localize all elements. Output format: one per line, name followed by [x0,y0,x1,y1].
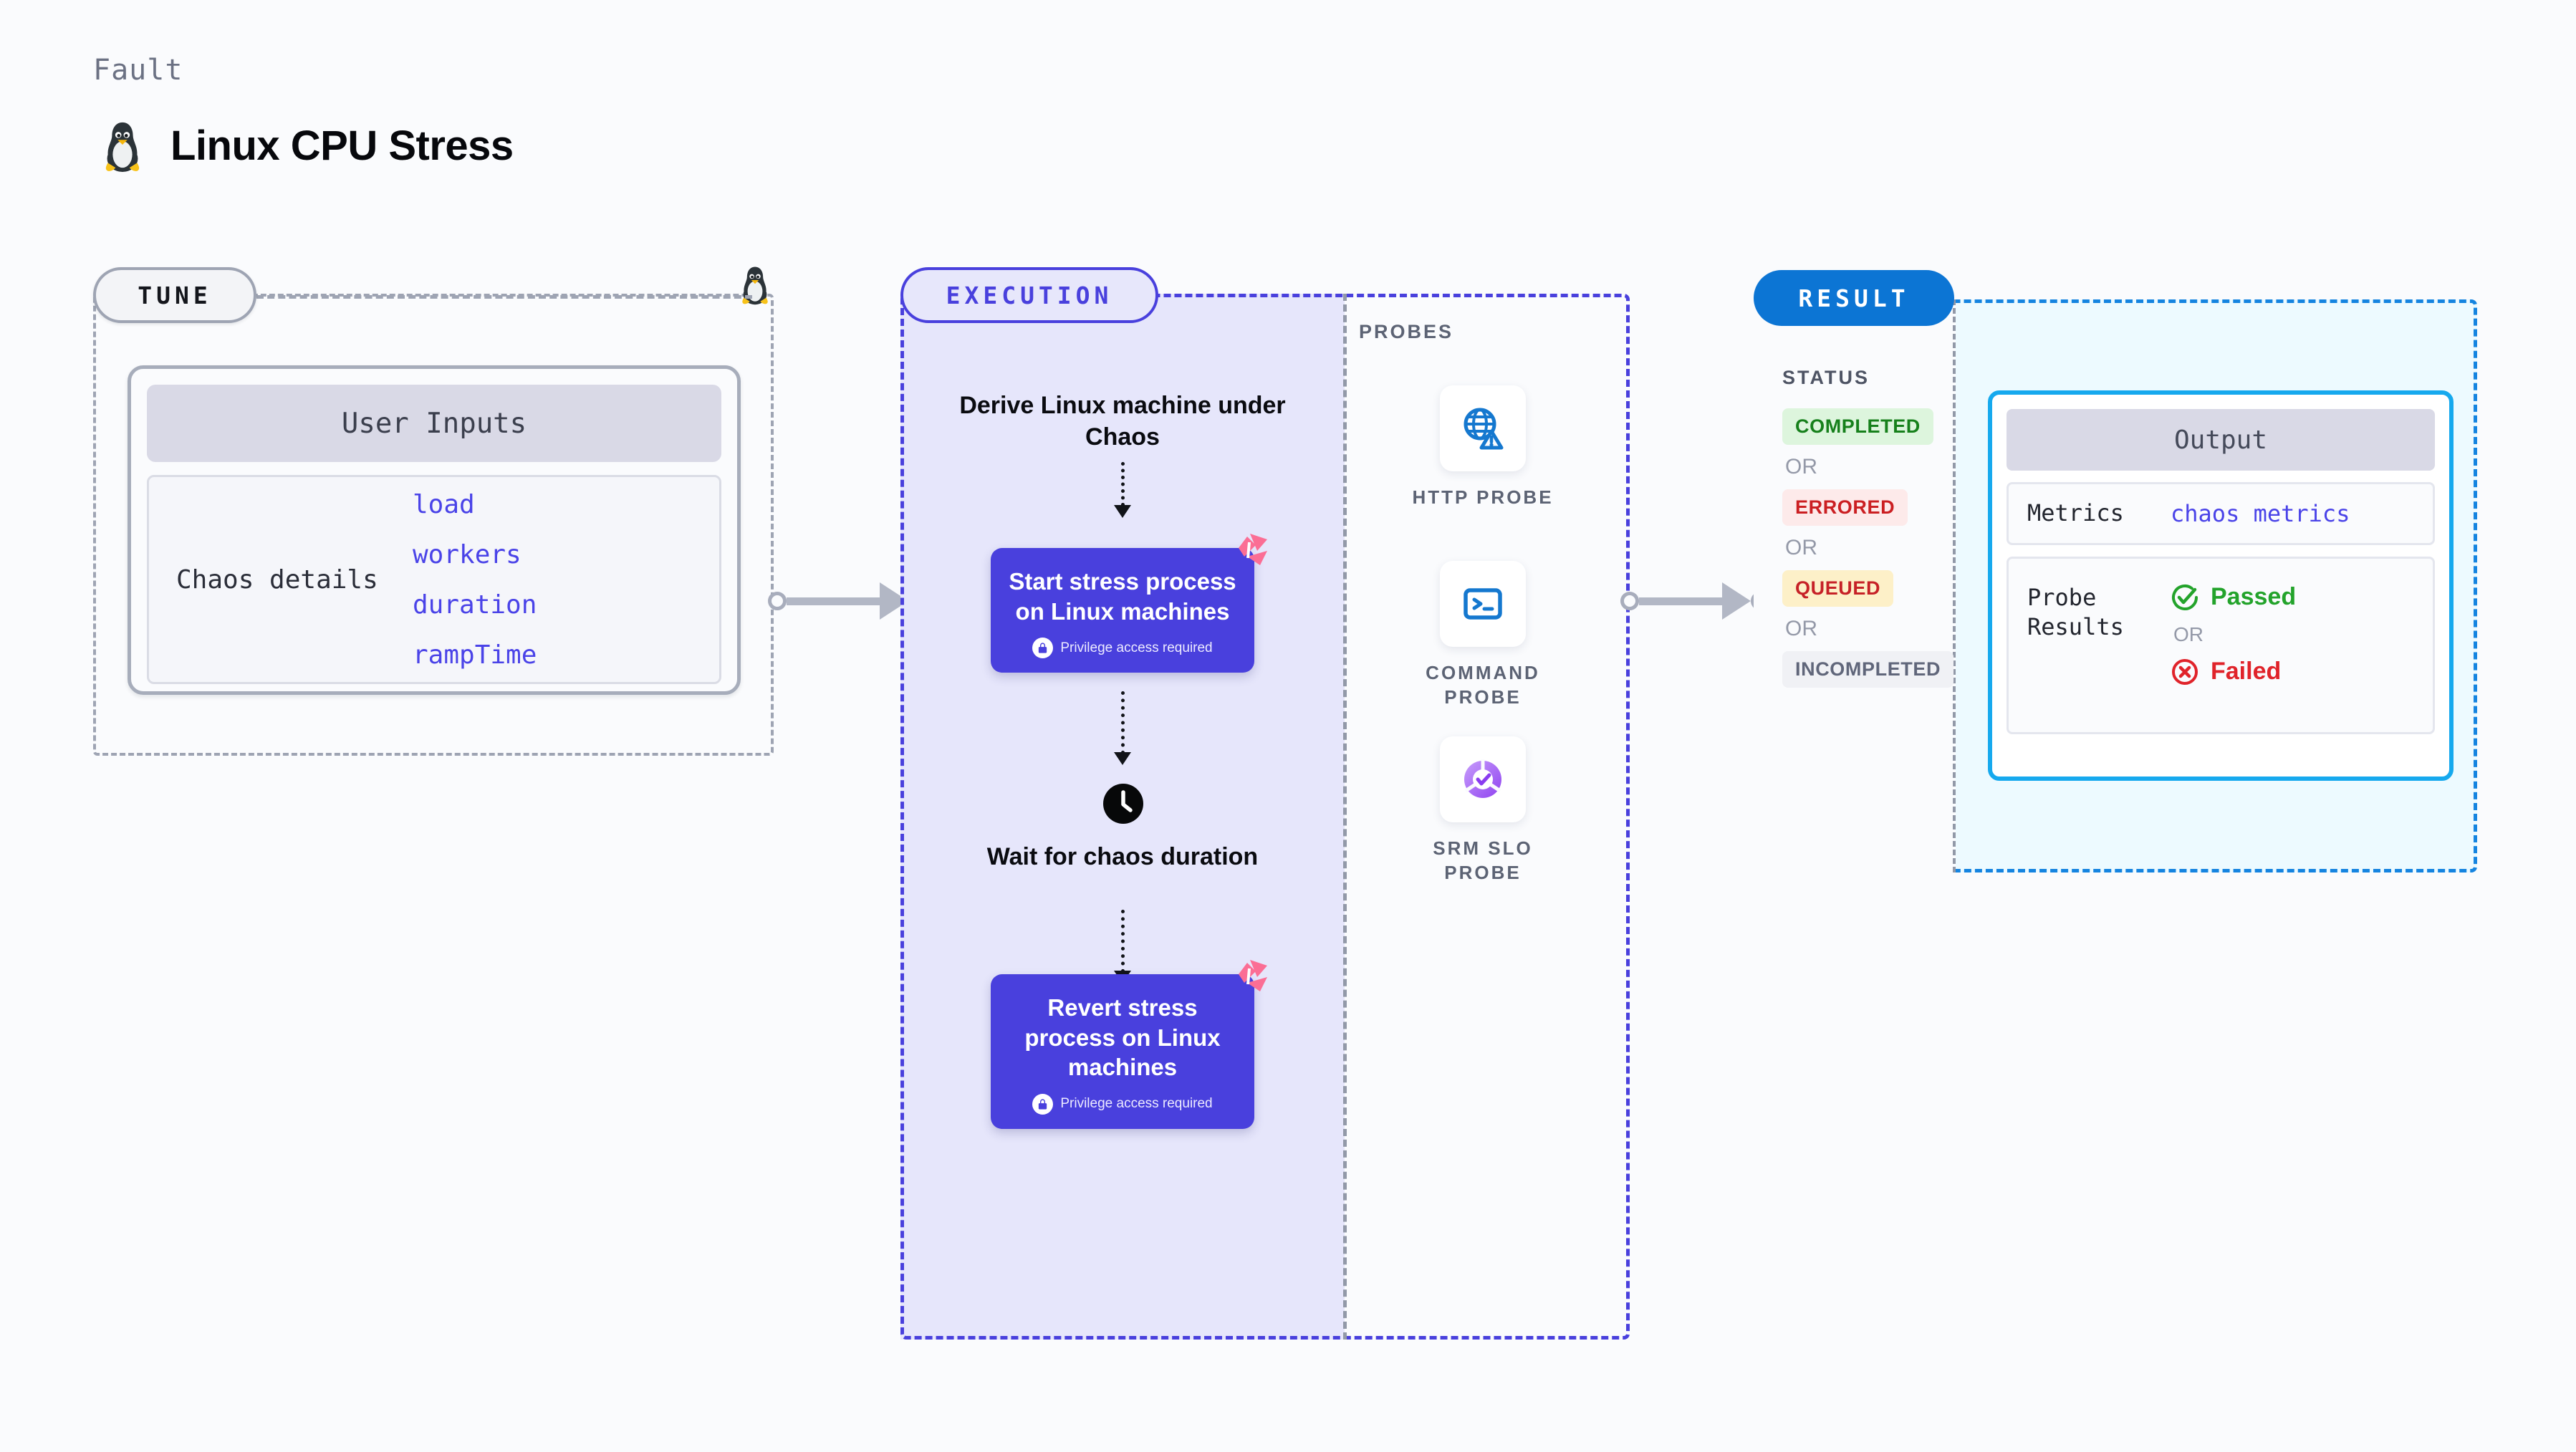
output-probe-results-row: Probe Results Passed OR Failed [2007,556,2435,734]
tune-leader-line [256,295,752,299]
step-note-label: Privilege access required [1060,1096,1213,1112]
status-section-label: STATUS [1782,367,1870,388]
or-separator: OR [1785,455,1817,479]
fault-title-row: Linux CPU Stress [100,118,514,173]
result-badge[interactable]: RESULT [1754,270,1954,326]
list-item[interactable]: duration [413,590,537,620]
step-card-start-stress[interactable]: Start stress process on Linux machines P… [991,534,1267,673]
passed-label: Passed [2211,583,2297,611]
flow-arrow [1121,691,1125,754]
status-badge: ERRORED [1782,489,1908,526]
slo-donut-check-icon [1464,759,1501,798]
list-item[interactable]: workers [413,539,522,569]
x-circle-icon [2172,658,2198,685]
connector-dot [768,592,787,610]
probe-results-label: Probe Results [2027,583,2124,641]
probes-section-label: PROBES [1359,321,1454,342]
probe-label: HTTP PROBE [1412,486,1554,508]
probe-label: SRM SLO PROBE [1433,837,1533,883]
tux-penguin-icon [742,266,768,305]
metrics-value[interactable]: chaos metrics [2171,499,2350,527]
metrics-label: Metrics [2027,499,2124,527]
probes-divider [1343,294,1347,1340]
probe-tile [1440,561,1526,647]
chaos-details-box: Chaos details load workers duration ramp… [147,475,721,684]
check-circle-icon [2172,584,2198,610]
probe-tile [1440,385,1526,471]
status-badge: QUEUED [1782,570,1894,607]
flow-step-derive: Derive Linux machine under Chaos [959,392,1286,451]
lock-icon [1032,638,1054,659]
status-badge: INCOMPLETED [1782,651,1954,688]
step-card-revert-stress[interactable]: Revert stress process on Linux machines … [991,960,1267,1129]
probe-result-failed: Failed [2171,658,2296,686]
harness-logo-icon [1239,534,1267,565]
probe-srm-slo[interactable]: SRM SLO PROBE [1397,736,1569,885]
step-privilege-note: Privilege access required [1032,638,1213,659]
flow-arrow-head [1114,752,1131,765]
clock-icon [1103,784,1143,824]
fault-kicker: Fault [93,54,183,87]
list-item[interactable]: load [413,489,475,519]
probe-results-values: Passed OR Failed [2171,583,2296,686]
or-separator: OR [2173,622,2203,645]
step-note-label: Privilege access required [1060,640,1213,655]
flow-arrow-head [1114,505,1131,518]
flow-step-wait: Wait for chaos duration [986,843,1259,870]
probe-http[interactable]: HTTP PROBE [1397,385,1569,510]
terminal-icon [1464,588,1502,620]
status-badge: COMPLETED [1782,408,1933,445]
status-list: COMPLETED OR ERRORED OR QUEUED OR INCOMP… [1782,408,1954,688]
page-title: Linux CPU Stress [170,122,514,169]
step-privilege-note: Privilege access required [1032,1093,1213,1115]
output-metrics-row: Metrics chaos metrics [2007,482,2435,545]
execution-probes-region [900,294,1630,1340]
flow-arrow [1121,910,1125,973]
step-title: Start stress process on Linux machines [1009,568,1236,625]
connector-line [787,597,880,605]
list-item[interactable]: rampTime [413,640,537,670]
chaos-details-label: Chaos details [176,564,378,595]
globe-warning-icon [1464,408,1504,450]
probe-label: COMMAND PROBE [1426,662,1540,708]
tux-penguin-icon [105,122,140,173]
connector-dot [1620,592,1639,610]
step-title: Revert stress process on Linux machines [1024,994,1221,1081]
probe-result-passed: Passed [2171,583,2296,612]
user-inputs-card: User Inputs Chaos details load workers d… [128,365,741,695]
execution-badge[interactable]: EXECUTION [900,267,1158,323]
connector-arrowhead [1722,582,1751,620]
tune-badge[interactable]: TUNE [93,267,256,323]
probe-tile [1440,736,1526,822]
chaos-params-list: load workers duration rampTime [413,490,537,670]
harness-logo-icon [1239,960,1267,991]
output-card: Output Metrics chaos metrics Probe Resul… [1988,390,2454,781]
lock-icon [1032,1093,1054,1115]
connector-line [1639,597,1722,605]
or-separator: OR [1785,617,1817,640]
probe-command[interactable]: COMMAND PROBE [1397,561,1569,710]
output-header: Output [2007,409,2435,471]
execution-to-result-connector [1620,582,1769,620]
failed-label: Failed [2211,658,2282,686]
or-separator: OR [1785,536,1817,559]
flow-arrow [1121,462,1125,506]
user-inputs-header: User Inputs [147,385,721,462]
